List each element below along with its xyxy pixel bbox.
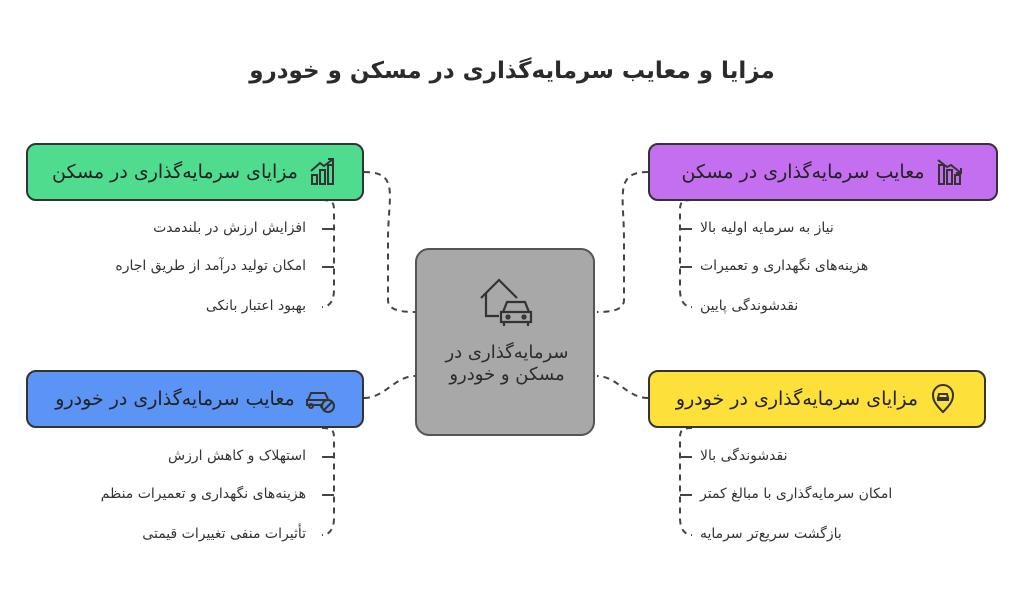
car-cons-item-3: تأثیرات منفی تغییرات قیمتی xyxy=(142,526,306,542)
housing-pros-label: مزایای سرمایه‌گذاری در مسکن xyxy=(52,161,298,183)
housing-cons-item-1: نیاز به سرمایه اولیه بالا xyxy=(700,220,834,236)
car-cons-card: معایب سرمایه‌گذاری در خودرو xyxy=(26,370,364,428)
car-cons-label: معایب سرمایه‌گذاری در خودرو xyxy=(55,388,295,410)
housing-pros-item-2: امکان تولید درآمد از طریق اجاره xyxy=(115,258,306,274)
bracket-car-pros xyxy=(679,427,693,536)
car-pros-item-3: بازگشت سریع‌تر سرمایه xyxy=(700,526,842,542)
growth-chart-icon xyxy=(308,157,338,187)
housing-pros-card: مزایای سرمایه‌گذاری در مسکن xyxy=(26,143,364,201)
bracket-housing-cons xyxy=(679,199,693,308)
car-cons-item-2: هزینه‌های نگهداری و تعمیرات منظم xyxy=(100,486,306,502)
car-pros-card: مزایای سرمایه‌گذاری در خودرو xyxy=(648,370,986,428)
housing-cons-item-2: هزینه‌های نگهداری و تعمیرات xyxy=(700,258,869,274)
car-pros-item-1: نقدشوندگی بالا xyxy=(700,448,788,464)
car-pros-item-2: امکان سرمایه‌گذاری با مبالغ کمتر xyxy=(700,486,893,502)
housing-pros-item-1: افزایش ارزش در بلندمدت xyxy=(153,220,306,236)
decline-chart-icon xyxy=(935,157,965,187)
car-pros-label: مزایای سرمایه‌گذاری در خودرو xyxy=(675,388,919,410)
center-label: سرمایه‌گذاری در مسکن و خودرو xyxy=(445,342,569,385)
car-ban-icon xyxy=(305,384,335,414)
connector-car-cons xyxy=(363,375,416,399)
housing-cons-label: معایب سرمایه‌گذاری در مسکن xyxy=(681,161,925,183)
car-location-icon xyxy=(928,384,958,414)
connector-housing-pros xyxy=(363,171,416,313)
house-car-icon xyxy=(475,272,541,332)
housing-cons-item-3: نقدشوندگی پایین xyxy=(700,298,799,314)
housing-pros-item-3: بهبود اعتبار بانکی xyxy=(205,298,306,314)
center-node: سرمایه‌گذاری در مسکن و خودرو xyxy=(415,248,595,436)
connector-housing-cons xyxy=(596,171,649,313)
diagram-title: مزایا و معایب سرمایه‌گذاری در مسکن و خود… xyxy=(249,58,775,84)
connector-car-pros xyxy=(596,375,649,399)
car-cons-item-1: استهلاک و کاهش ارزش xyxy=(168,448,306,464)
housing-cons-card: معایب سرمایه‌گذاری در مسکن xyxy=(648,143,998,201)
bracket-car-cons xyxy=(321,427,335,536)
bracket-housing-pros xyxy=(321,199,335,308)
